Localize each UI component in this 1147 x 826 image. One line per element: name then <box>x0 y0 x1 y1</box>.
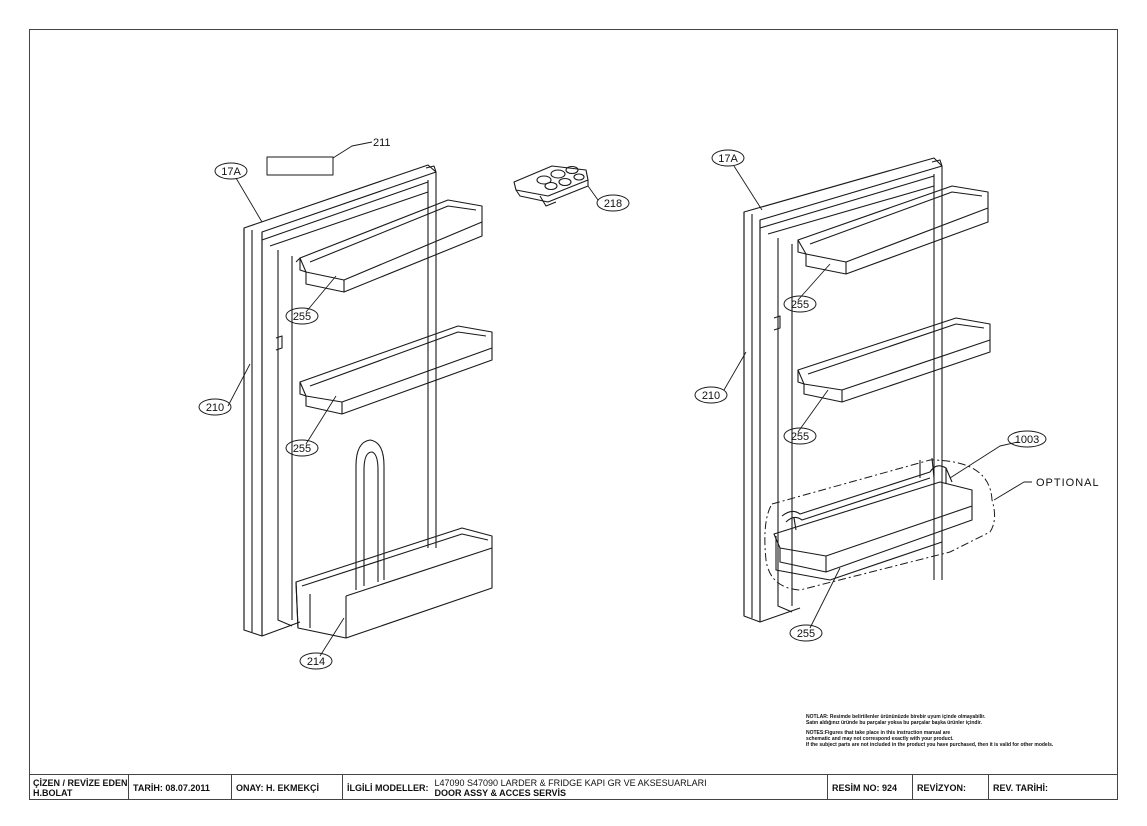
callout-l255b-bubble <box>285 439 319 457</box>
callout-218-bubble <box>596 194 630 212</box>
callout-l255b-text: 255 <box>293 443 311 455</box>
title-block-date: TARİH: 08.07.2011 <box>129 775 232 800</box>
right-door-shelf-middle <box>797 317 991 403</box>
left-door-dairy-recess <box>355 439 385 590</box>
models-line2: DOOR ASSY & ACCES SERVİS <box>434 787 567 798</box>
callout-1003-bubble <box>1007 430 1047 448</box>
callout-r255c-bubble <box>789 624 823 642</box>
callout-bubbles <box>198 149 1047 670</box>
drawn-by-value: H.BOLAT <box>33 787 73 798</box>
date-text: TARİH: 08.07.2011 <box>133 782 210 793</box>
title-block-models: İLGİLİ MODELLER: L47090 S47090 LARDER & … <box>343 775 828 800</box>
callout-r255b-bubble <box>783 427 817 445</box>
drawing-notes: NOTLAR: Resimde belirtilenler ürününüzde… <box>806 714 1116 748</box>
callout-l210-bubble <box>198 398 232 416</box>
title-block-revision: REVİZYON: <box>913 775 989 800</box>
title-block-drawing-no: RESİM NO: 924 <box>828 775 913 800</box>
callout-r17a-bubble <box>711 149 745 167</box>
wire-bottle-rail-1003 <box>781 457 953 531</box>
callout-l17a-bubble <box>214 162 248 180</box>
callout-r255b-text: 255 <box>791 431 809 443</box>
callout-1003-text: 1003 <box>1015 434 1039 446</box>
callout-r255c-text: 255 <box>797 628 815 640</box>
title-block-drawn-by: ÇİZEN / REVİZE EDEN: H.BOLAT <box>29 775 129 800</box>
title-block-revision-date: REV. TARİHİ: <box>989 775 1118 800</box>
callout-l255a-text: 255 <box>293 311 311 323</box>
callout-l210-text: 210 <box>206 402 224 414</box>
right-door-assembly <box>743 157 996 623</box>
callout-r17a-text: 17A <box>718 153 738 165</box>
notes-en-line2: schematic and may not correspond exactly… <box>806 736 954 742</box>
notes-tr-line2: Satın aldığınız üründe bu parçalar yoksa… <box>806 720 982 726</box>
approval-text: ONAY: H. EKMEKÇİ <box>236 782 320 793</box>
revision-text: REVİZYON: <box>917 782 967 793</box>
callout-r255a-text: 255 <box>791 299 809 311</box>
callout-214-bubble <box>299 652 333 670</box>
left-door-shelf-middle <box>299 325 493 415</box>
notes-en-line3: If the subject parts are not included in… <box>806 742 1054 748</box>
title-block: ÇİZEN / REVİZE EDEN: H.BOLAT TARİH: 08.0… <box>29 774 1118 800</box>
drawing-frame <box>29 29 1118 800</box>
callout-218-text: 218 <box>604 198 622 210</box>
callout-211-text: 211 <box>373 137 391 149</box>
drawn-by-label: ÇİZEN / REVİZE EDEN: <box>33 777 129 788</box>
callout-r210-text: 210 <box>702 390 720 402</box>
callout-r210-bubble <box>694 386 728 404</box>
drawing-no-text: RESİM NO: 924 <box>832 782 898 793</box>
left-door-assembly <box>243 156 493 639</box>
revision-date-text: REV. TARİHİ: <box>993 782 1049 793</box>
right-door-bottom-shelf <box>773 481 973 581</box>
optional-label: OPTIONAL <box>1036 477 1100 489</box>
left-door-bottom-bin <box>295 527 493 639</box>
notes-en-line1: NOTES:Figures that take place in this in… <box>806 730 951 736</box>
callout-l17a-text: 17A <box>221 166 241 178</box>
optional-dashed-outline <box>764 459 996 591</box>
title-block-approval: ONAY: H. EKMEKÇİ <box>232 775 343 800</box>
callout-r255a-bubble <box>783 295 817 313</box>
models-line1: L47090 S47090 LARDER & FRIDGE KAPI GR VE… <box>434 777 707 788</box>
models-label: İLGİLİ MODELLER: <box>347 782 429 793</box>
left-door-shelf-top <box>295 199 483 293</box>
egg-tray-218 <box>513 165 589 207</box>
notes-tr-line1: NOTLAR: Resimde belirtilenler ürününüzde… <box>806 714 986 720</box>
right-door-shelf-top <box>797 185 989 275</box>
part-211-label-plate <box>266 156 334 176</box>
callout-214-text: 214 <box>307 656 325 668</box>
callout-l255a-bubble <box>285 307 319 325</box>
callout-leaders <box>227 141 1032 657</box>
